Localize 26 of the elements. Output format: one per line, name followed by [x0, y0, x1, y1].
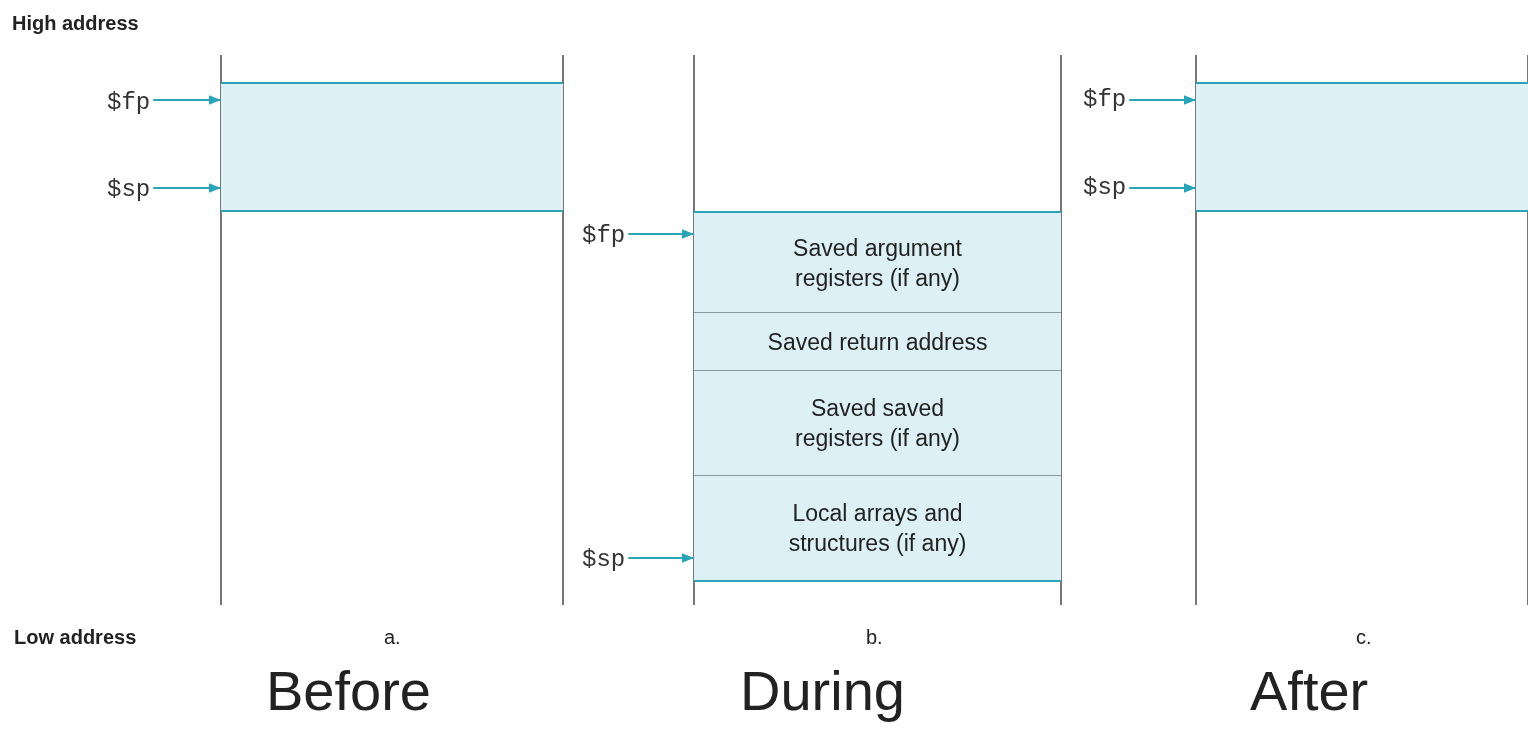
pointer-arrow	[627, 553, 695, 563]
pointer-label: $sp	[1083, 174, 1127, 202]
panel-letter: b.	[866, 626, 883, 649]
stack-frame-box	[1196, 82, 1528, 212]
pointer-arrow	[152, 183, 222, 193]
panel-title: Before	[266, 658, 431, 723]
pointer-arrow	[627, 229, 695, 239]
pointer-label: $fp	[1083, 86, 1127, 114]
pointer-arrow	[152, 95, 222, 105]
stack-slot-box: Saved saved registers (if any)	[694, 371, 1061, 476]
pointer-arrow	[1128, 95, 1197, 105]
stack-frame-box	[221, 82, 563, 212]
axis-label: Low address	[14, 626, 137, 649]
stack-slot-box: Local arrays and structures (if any)	[694, 476, 1061, 582]
panel-letter: c.	[1356, 626, 1372, 649]
pointer-label: $fp	[107, 89, 151, 117]
pointer-label: $fp	[582, 222, 626, 250]
axis-label: High address	[12, 12, 139, 35]
panel-title: During	[740, 658, 905, 723]
panel-letter: a.	[384, 626, 401, 649]
pointer-label: $sp	[107, 176, 151, 204]
pointer-arrow	[1128, 183, 1197, 193]
stack-slot-box: Saved argument registers (if any)	[694, 211, 1061, 313]
pointer-label: $sp	[582, 546, 626, 574]
stack-slot-box: Saved return address	[694, 313, 1061, 371]
panel-title: After	[1250, 658, 1369, 723]
